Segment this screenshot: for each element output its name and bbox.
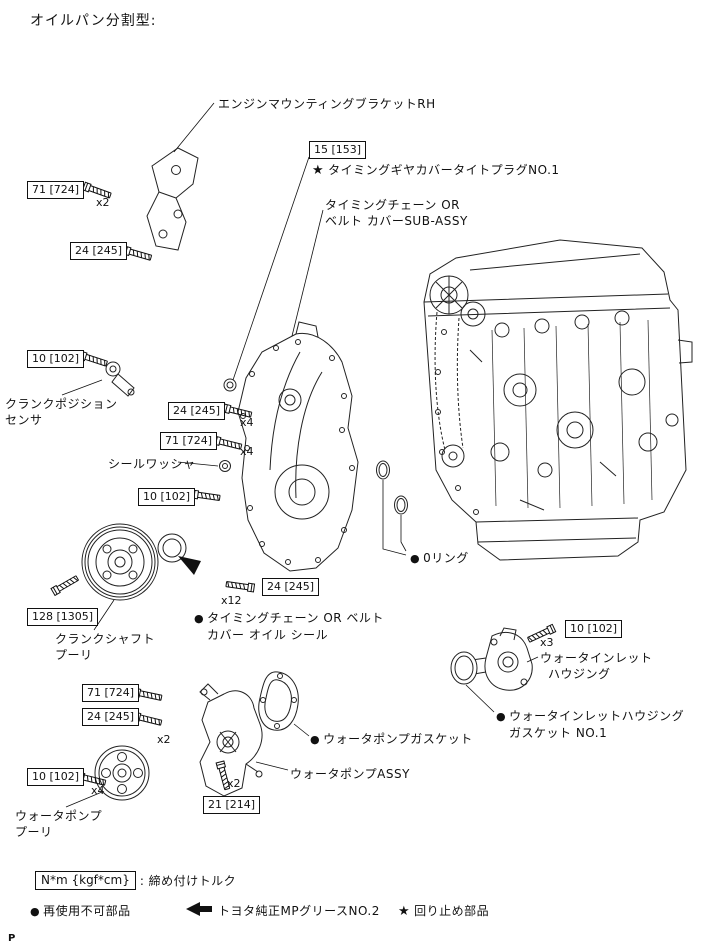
bolt-qty-label: x2 bbox=[96, 196, 110, 209]
o-ring-art bbox=[376, 460, 408, 515]
water-pump-pulley-art bbox=[94, 745, 150, 801]
water-inlet-housing-art bbox=[471, 627, 533, 691]
grease-arrow-icon bbox=[186, 902, 212, 916]
torque-spec-box: 10 [102] bbox=[27, 768, 85, 786]
page-title: オイルパン分割型: bbox=[30, 13, 157, 29]
label-text: タイミングチェーン OR ベルト bbox=[207, 611, 384, 625]
bolt-qty-label: x12 bbox=[221, 594, 242, 607]
bolt-qty-label: x4 bbox=[240, 445, 254, 458]
bolt-qty-label: x2 bbox=[227, 777, 241, 790]
torque-spec-box: 128 [1305] bbox=[27, 608, 99, 626]
water-inlet-gasket-art bbox=[450, 651, 478, 685]
crank-position-sensor-art bbox=[105, 361, 135, 397]
label-water-pump-gasket: ●ウォータポンプガスケット bbox=[310, 731, 473, 748]
torque-spec-box: 24 [245] bbox=[70, 242, 128, 260]
label-crank-position-sensor: クランクポジション センサ bbox=[5, 396, 118, 428]
label-text: タイミングチェーン OR bbox=[325, 198, 460, 212]
label-engine-mounting-bracket: エンジンマウンティングブラケットRH bbox=[218, 97, 436, 111]
page-marker: P bbox=[8, 933, 16, 944]
non-reusable-icon: ● bbox=[310, 733, 321, 746]
label-text: クランクポジション bbox=[5, 397, 118, 411]
legend-grease: トヨタ純正MPグリースNO.2 bbox=[218, 904, 380, 918]
label-text: プーリ bbox=[55, 648, 93, 662]
legend-non-reusable: ●再使用不可部品 bbox=[30, 903, 131, 920]
label-text: ベルト カバーSUB-ASSY bbox=[325, 214, 468, 228]
label-timing-gear-cover-plug: ★タイミングギヤカバータイトプラグNO.1 bbox=[312, 162, 560, 179]
label-text: タイミングギヤカバータイトプラグNO.1 bbox=[328, 163, 560, 177]
torque-spec-box: 15 [153] bbox=[309, 141, 367, 159]
torque-spec-box: 71 [724] bbox=[160, 432, 218, 450]
torque-spec-box: 71 [724] bbox=[82, 684, 140, 702]
legend-text: 再使用不可部品 bbox=[43, 904, 131, 918]
anti-rotation-star-icon: ★ bbox=[312, 163, 325, 178]
leader-lines bbox=[61, 102, 539, 808]
label-text: ウォータポンプガスケット bbox=[323, 732, 473, 746]
timing-chain-cover-art bbox=[237, 321, 359, 572]
label-text: ウォータインレットハウジング bbox=[509, 709, 685, 723]
bolt-qty-label: x4 bbox=[240, 416, 254, 429]
torque-unit-box: N*m {kgf*cm} bbox=[35, 871, 136, 890]
bolt-qty-label: x2 bbox=[157, 733, 171, 746]
label-crankshaft-pulley: クランクシャフト プーリ bbox=[55, 631, 155, 663]
seal-washer-art bbox=[219, 460, 231, 472]
label-water-pump-pulley: ウォータポンプ プーリ bbox=[15, 808, 102, 840]
non-reusable-icon: ● bbox=[496, 710, 507, 723]
label-text: ハウジング bbox=[548, 667, 611, 681]
bolt-qty-label: x3 bbox=[540, 636, 554, 649]
crankshaft-pulley-art bbox=[81, 523, 159, 601]
torque-spec-box: 10 [102] bbox=[27, 350, 85, 368]
anti-rotation-star-icon: ★ bbox=[398, 904, 411, 919]
label-o-ring: ●0リング bbox=[410, 550, 469, 567]
label-text: センサ bbox=[5, 413, 43, 427]
label-seal-washer: シールワッシャ bbox=[108, 457, 196, 471]
non-reusable-icon: ● bbox=[194, 612, 205, 625]
label-text: クランクシャフト bbox=[55, 632, 156, 646]
torque-spec-box: 10 [102] bbox=[565, 620, 623, 638]
label-water-inlet-gasket: ●ウォータインレットハウジング ガスケット NO.1 bbox=[496, 708, 684, 741]
engine-mounting-bracket-art bbox=[146, 147, 199, 251]
legend-torque: N*m {kgf*cm} : 締め付けトルク bbox=[35, 871, 236, 890]
engine-assembly-art bbox=[423, 239, 693, 561]
torque-spec-box: 21 [214] bbox=[203, 796, 261, 814]
legend-text: 回り止め部品 bbox=[414, 904, 490, 918]
legend-anti-rotation: ★回り止め部品 bbox=[398, 903, 489, 920]
label-text: ガスケット NO.1 bbox=[509, 726, 608, 740]
label-text: カバー オイル シール bbox=[207, 628, 329, 642]
water-pump-gasket-art bbox=[258, 671, 299, 731]
label-text: ウォータインレット bbox=[540, 651, 653, 665]
label-water-inlet-housing: ウォータインレット ハウジング bbox=[540, 650, 653, 682]
timing-cover-oil-seal-art bbox=[157, 533, 187, 563]
label-text: プーリ bbox=[15, 825, 53, 839]
label-timing-cover-oil-seal: ●タイミングチェーン OR ベルト カバー オイル シール bbox=[194, 610, 384, 643]
torque-spec-box: 71 [724] bbox=[27, 181, 85, 199]
torque-spec-box: 24 [245] bbox=[262, 578, 320, 596]
torque-spec-box: 24 [245] bbox=[168, 402, 226, 420]
torque-spec-box: 24 [245] bbox=[82, 708, 140, 726]
water-pump-art bbox=[199, 683, 263, 797]
label-text: ウォータポンプ bbox=[15, 809, 103, 823]
non-reusable-icon: ● bbox=[410, 552, 421, 565]
bolt-qty-label: x4 bbox=[91, 784, 105, 797]
label-water-pump-assy: ウォータポンプASSY bbox=[290, 767, 410, 781]
label-text: 0リング bbox=[423, 551, 469, 565]
oil-seal-pointer-arrow-icon bbox=[178, 556, 201, 575]
non-reusable-icon: ● bbox=[30, 905, 41, 918]
torque-spec-box: 10 [102] bbox=[138, 488, 196, 506]
legend-torque-desc: : 締め付けトルク bbox=[139, 874, 237, 888]
label-timing-chain-cover: タイミングチェーン OR ベルト カバーSUB-ASSY bbox=[325, 197, 468, 229]
timing-cover-plug-art bbox=[223, 378, 237, 392]
